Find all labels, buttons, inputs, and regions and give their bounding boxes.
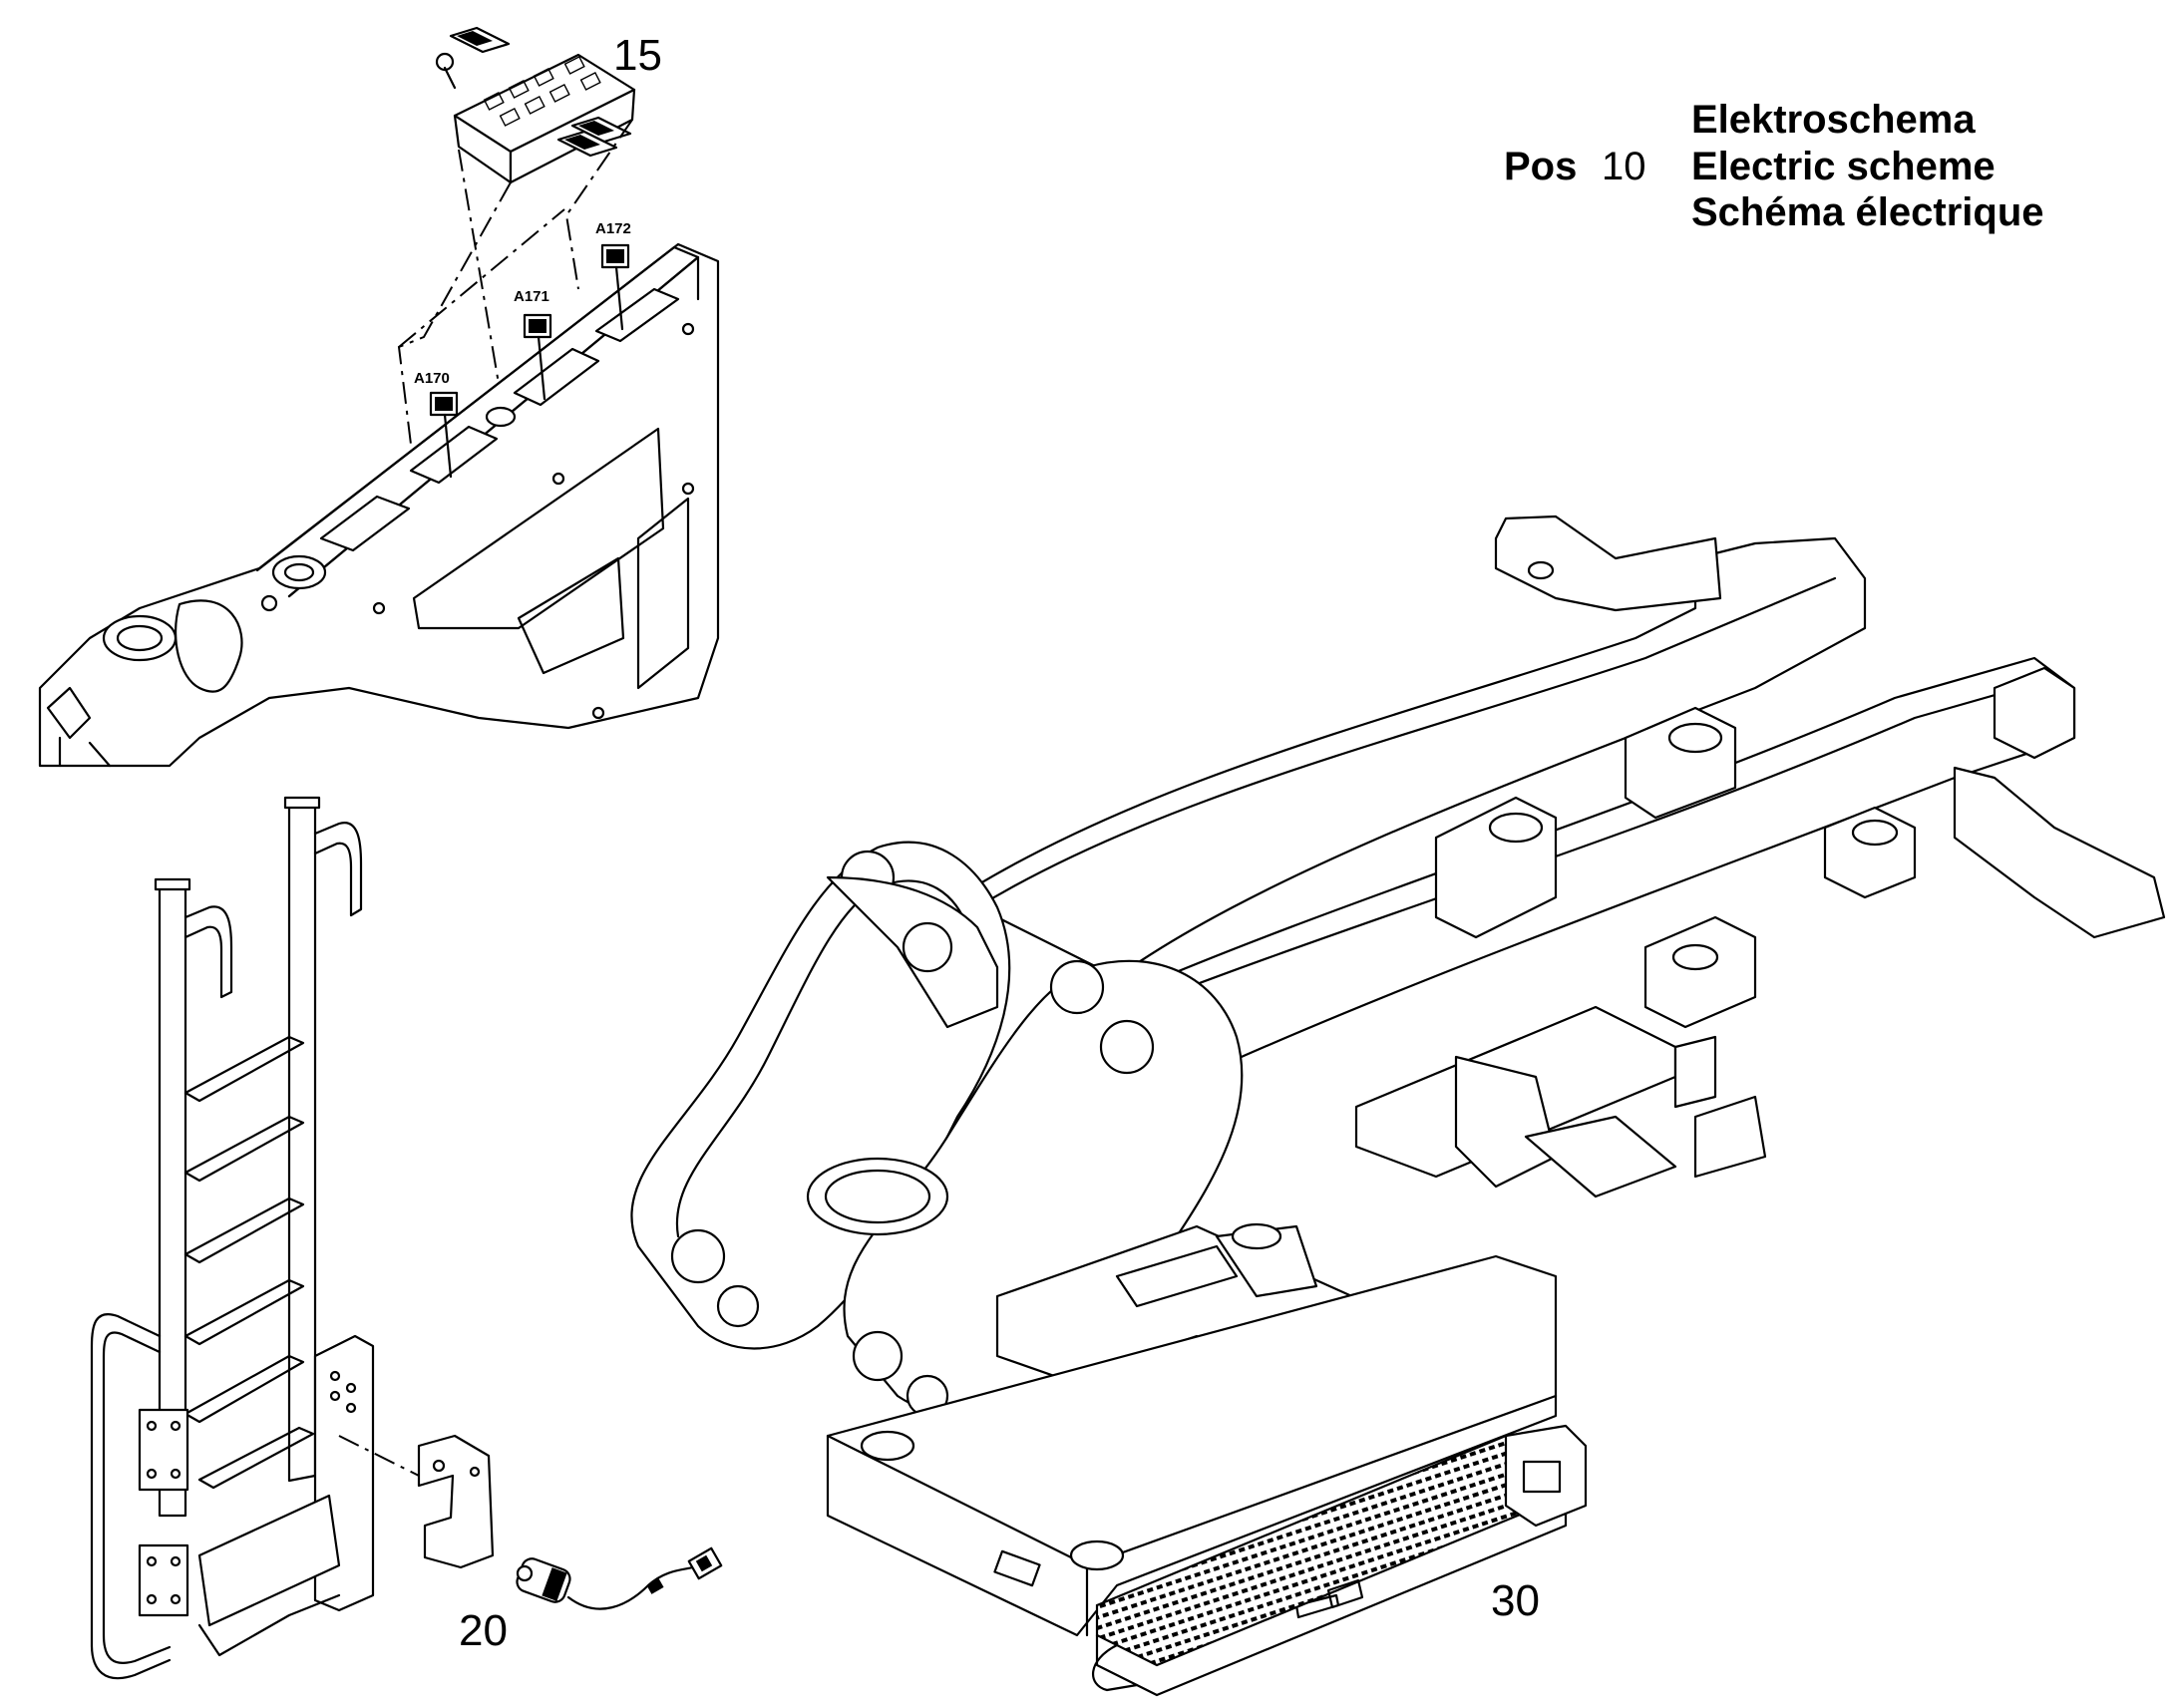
assembly-lines-15 xyxy=(397,119,633,470)
callout-15: 15 xyxy=(613,31,662,80)
label-a170: A170 xyxy=(414,370,450,387)
legend-line-en: Electric scheme xyxy=(1691,145,1996,188)
label-a172: A172 xyxy=(595,220,631,237)
legend: Pos 10 Elektroschema Electric scheme Sch… xyxy=(1504,98,2044,234)
sensor-icon xyxy=(516,1546,723,1610)
connector-a171: A171 xyxy=(514,288,552,401)
connector-a172: A172 xyxy=(595,220,631,331)
grating-icon xyxy=(1091,1424,1588,1697)
legend-line-fr: Schéma électrique xyxy=(1691,190,2044,234)
chassis-icon xyxy=(630,514,2166,1637)
label-a171: A171 xyxy=(514,288,549,305)
bracket-icon xyxy=(417,1434,495,1569)
legend-line-de: Elektroschema xyxy=(1691,98,1976,142)
frame-section-icon xyxy=(38,242,720,768)
callout-20: 20 xyxy=(459,1606,508,1655)
ladder-icon xyxy=(90,796,420,1680)
switch-panel-icon: 15 xyxy=(435,26,662,184)
legend-pos-number: 10 xyxy=(1602,145,1646,188)
callout-30: 30 xyxy=(1491,1576,1540,1625)
connector-a170: A170 xyxy=(414,370,459,479)
legend-pos-label: Pos xyxy=(1504,145,1577,188)
